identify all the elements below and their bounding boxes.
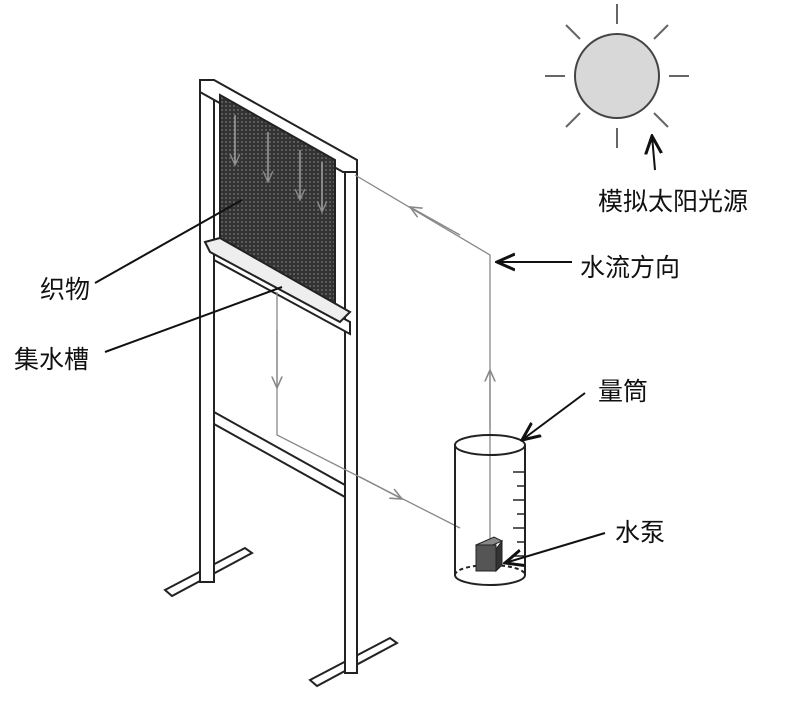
pump-label: 水泵 — [615, 518, 666, 547]
sun-icon — [545, 4, 689, 148]
fabric-label: 织物 — [40, 275, 91, 304]
pump-pointer — [505, 532, 606, 563]
trough-pointer — [104, 286, 283, 353]
light-source-label: 模拟太阳光源 — [598, 187, 749, 216]
collection-trough — [203, 236, 352, 324]
trough-label: 集水槽 — [14, 345, 90, 374]
cylinder-pointer — [522, 392, 586, 440]
fabric-pointer — [94, 199, 243, 284]
water-pump-icon — [474, 536, 504, 573]
flow-direction-label: 水流方向 — [580, 253, 681, 282]
cylinder-label: 量筒 — [598, 377, 649, 406]
fabric-panel — [219, 93, 336, 307]
water-flow-path — [277, 174, 490, 540]
light-source-pointer — [652, 136, 655, 171]
